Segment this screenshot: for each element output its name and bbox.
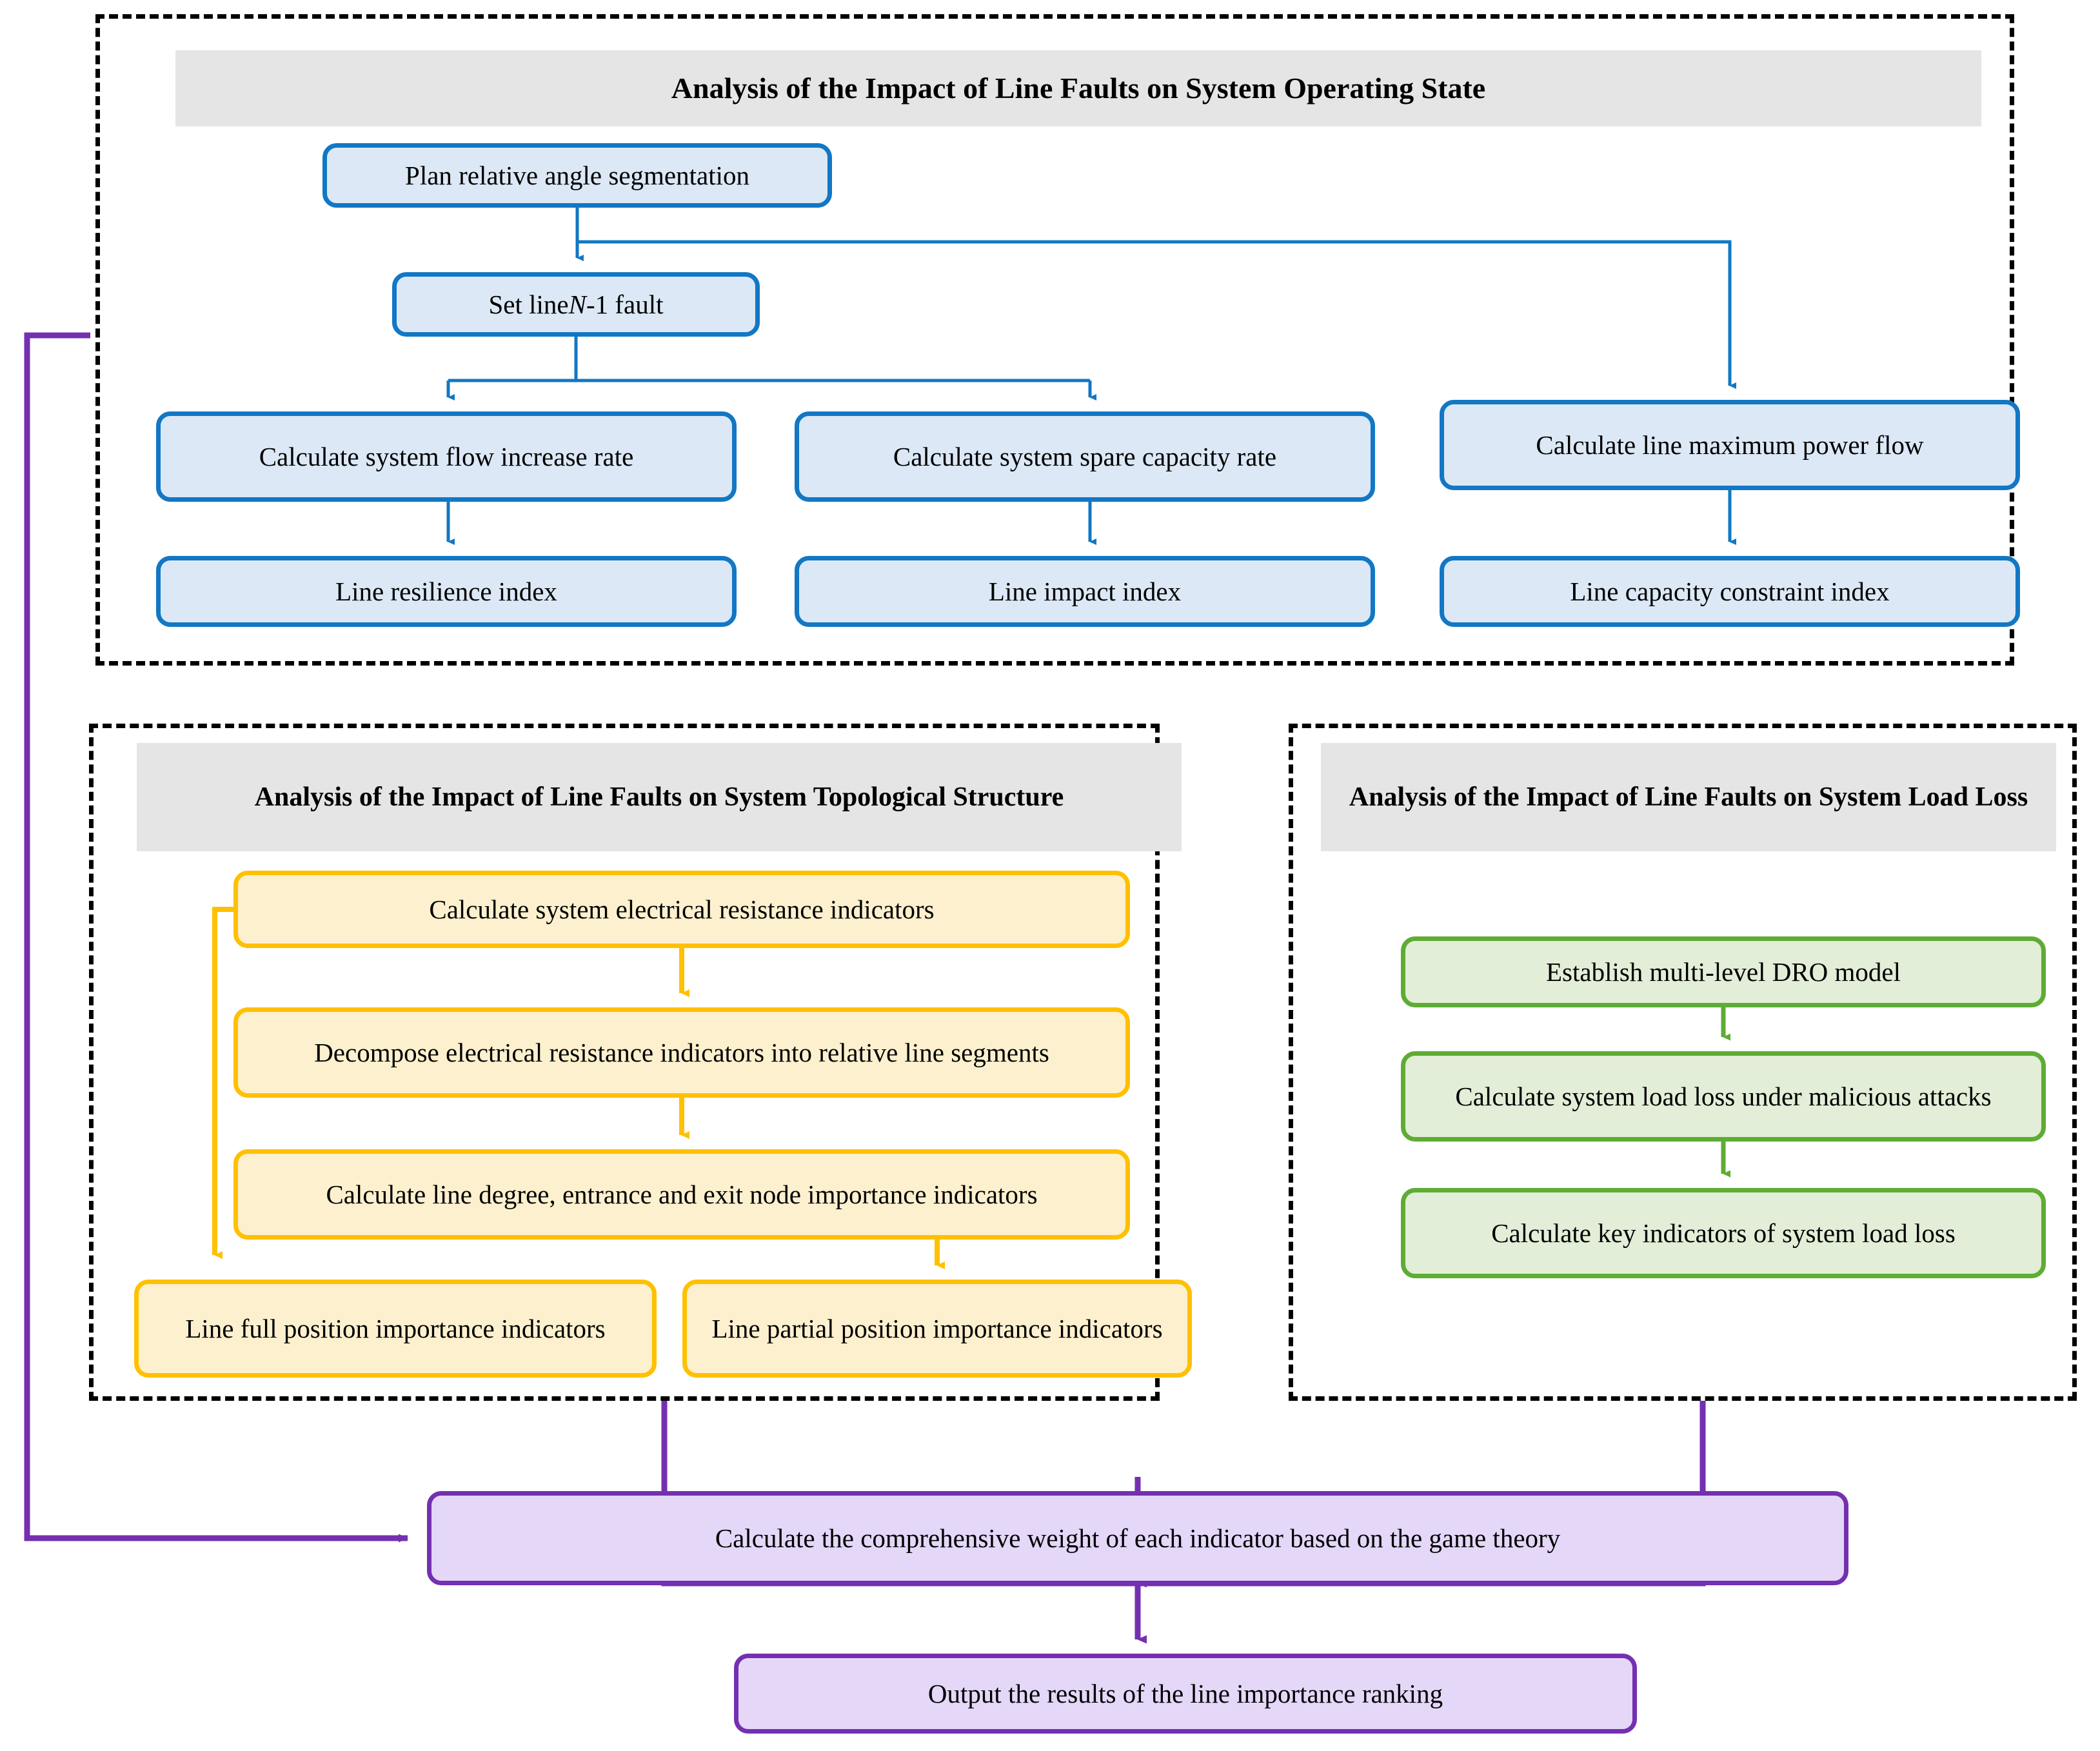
- node-plan-relative-angle-segmentation[interactable]: Plan relative angle segmentation: [322, 143, 832, 208]
- node-calculate-line-maximum-power-flow[interactable]: Calculate line maximum power flow: [1440, 400, 2020, 490]
- node-calculate-key-indicators-of-system-load-loss[interactable]: Calculate key indicators of system load …: [1401, 1188, 2046, 1278]
- node-set-line-n1-fault[interactable]: Set line N-1 fault: [392, 272, 760, 337]
- set-fault-label-pre: Set line: [488, 289, 569, 319]
- group-load-loss: [1289, 724, 2077, 1401]
- node-calculate-system-electrical-resistance-indicators[interactable]: Calculate system electrical resistance i…: [233, 871, 1130, 948]
- node-line-capacity-constraint-index[interactable]: Line capacity constraint index: [1440, 556, 2020, 627]
- node-calculate-comprehensive-weight-game-theory[interactable]: Calculate the comprehensive weight of ea…: [427, 1491, 1848, 1585]
- section-title-operating-state: Analysis of the Impact of Line Faults on…: [175, 50, 1981, 126]
- section-title-load-loss: Analysis of the Impact of Line Faults on…: [1321, 743, 2056, 851]
- node-line-partial-position-importance-indicators[interactable]: Line partial position importance indicat…: [682, 1280, 1192, 1378]
- node-line-impact-index[interactable]: Line impact index: [795, 556, 1375, 627]
- node-line-full-position-importance-indicators[interactable]: Line full position importance indicators: [134, 1280, 657, 1378]
- node-establish-multi-level-dro-model[interactable]: Establish multi-level DRO model: [1401, 936, 2046, 1007]
- set-fault-label-post: -1 fault: [586, 289, 664, 319]
- node-calculate-system-spare-capacity-rate[interactable]: Calculate system spare capacity rate: [795, 411, 1375, 502]
- section-title-topological-structure: Analysis of the Impact of Line Faults on…: [137, 743, 1182, 851]
- node-line-resilience-index[interactable]: Line resilience index: [156, 556, 737, 627]
- node-output-line-importance-ranking[interactable]: Output the results of the line importanc…: [734, 1654, 1637, 1734]
- node-calculate-system-flow-increase-rate[interactable]: Calculate system flow increase rate: [156, 411, 737, 502]
- node-decompose-electrical-resistance-indicators[interactable]: Decompose electrical resistance indicato…: [233, 1007, 1130, 1098]
- node-calculate-system-load-loss-under-malicious-attacks[interactable]: Calculate system load loss under malicio…: [1401, 1051, 2046, 1142]
- set-fault-label-var: N: [568, 289, 586, 319]
- node-calculate-line-degree-entrance-exit-node-importance[interactable]: Calculate line degree, entrance and exit…: [233, 1149, 1130, 1240]
